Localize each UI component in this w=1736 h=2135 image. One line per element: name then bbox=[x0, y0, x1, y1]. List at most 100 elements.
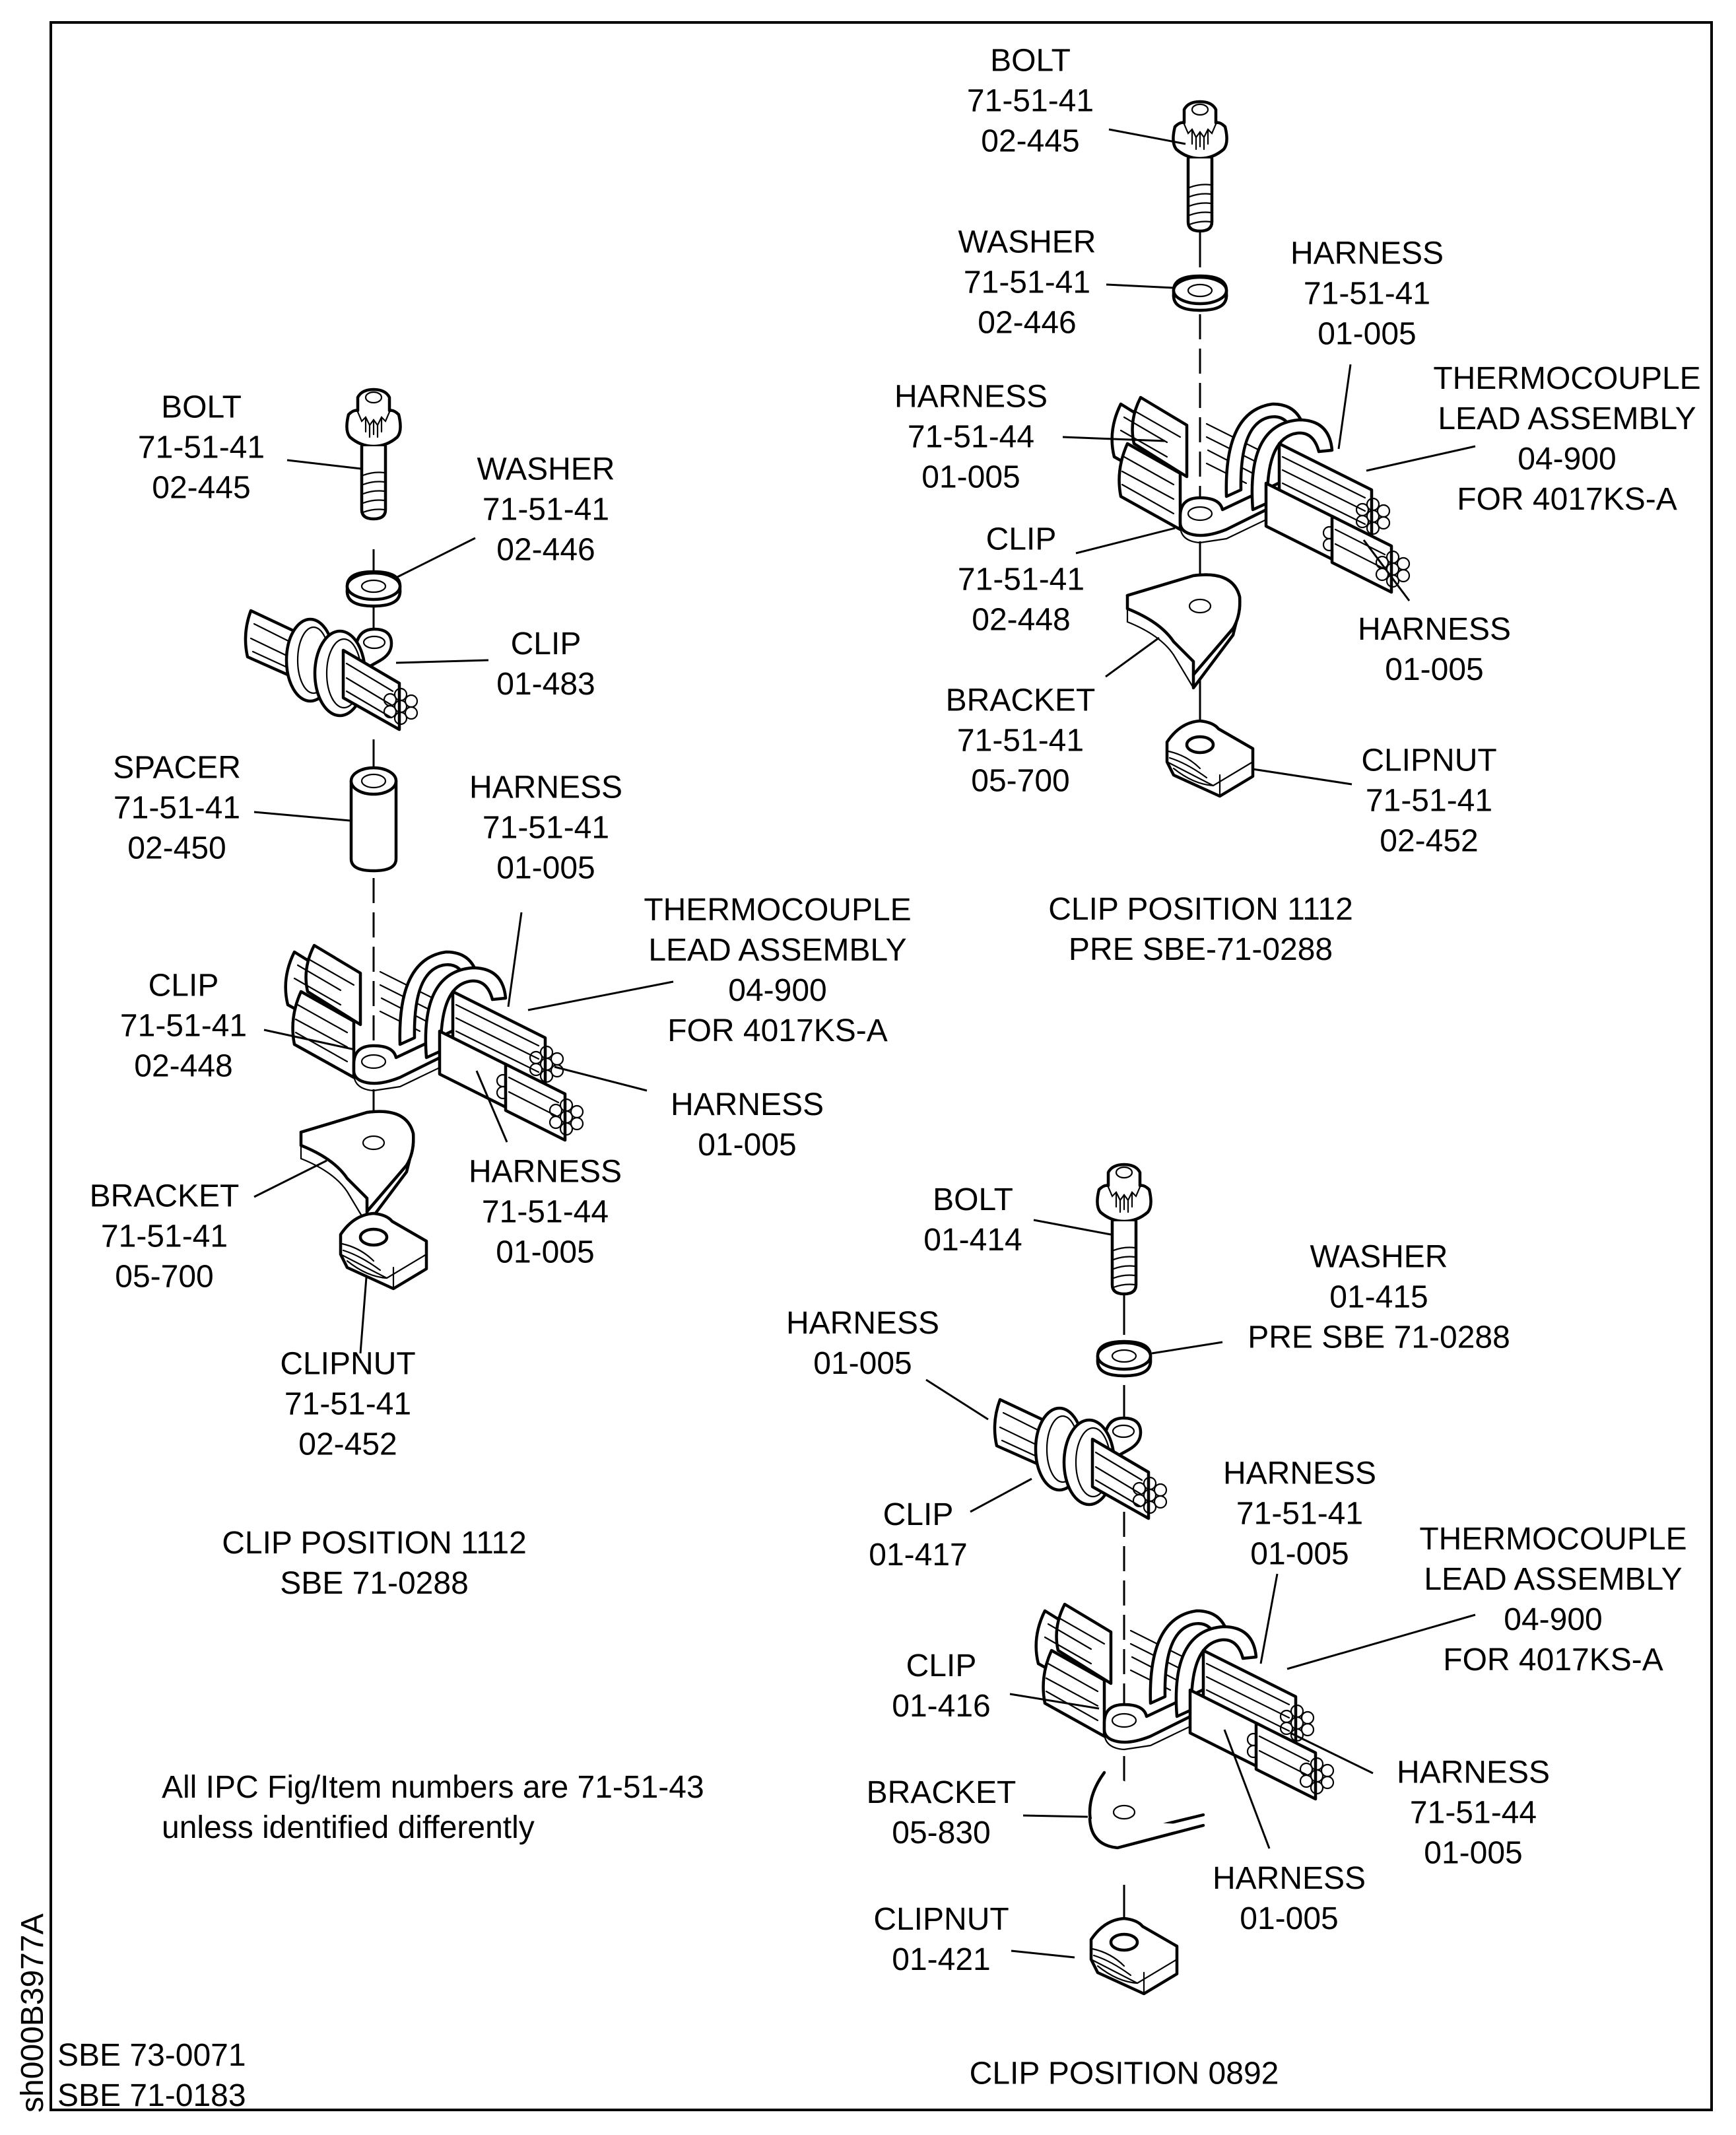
callout-part-name: THERMOCOUPLE bbox=[1433, 361, 1701, 396]
callout-part-name: BRACKET bbox=[945, 683, 1096, 718]
callout-figure: 71-51-41 bbox=[956, 723, 1085, 759]
callout-part-name: CLIPNUT bbox=[280, 1346, 416, 1382]
left-clipnut-callout: CLIPNUT 71-51-41 02-452 bbox=[280, 1344, 415, 1465]
left-harness-bottom-callout: HARNESS 71-51-44 01-005 bbox=[469, 1152, 622, 1273]
br-clip-small-callout: CLIP 01-417 bbox=[869, 1495, 967, 1575]
callout-figure: 71-51-41 bbox=[957, 562, 1085, 597]
tr-bracket-callout: BRACKET 71-51-41 05-700 bbox=[946, 681, 1096, 801]
general-note: All IPC Fig/Item numbers are 71-51-43 un… bbox=[162, 1767, 704, 1848]
top-right-view-leaders bbox=[1062, 128, 1476, 786]
left-washer-callout: WASHER 71-51-41 02-446 bbox=[477, 450, 615, 570]
callout-part-name: BOLT bbox=[933, 1182, 1013, 1217]
br-clipnut-callout: CLIPNUT 01-421 bbox=[873, 1899, 1009, 1980]
callout-item: 02-452 bbox=[1380, 823, 1479, 859]
callout-item: 01-005 bbox=[496, 850, 595, 886]
tr-harness-left-callout: HARNESS 71-51-44 01-005 bbox=[894, 377, 1048, 498]
drawing-id: sh000B3977A bbox=[15, 1913, 50, 2113]
callout-figure: 71-51-41 bbox=[119, 1008, 248, 1044]
callout-part-name: THERMOCOUPLE bbox=[644, 893, 912, 928]
callout-part-name-2: LEAD ASSEMBLY bbox=[648, 933, 907, 968]
callout-item: 01-417 bbox=[869, 1538, 968, 1573]
callout-item: 04-900 bbox=[1504, 1602, 1603, 1637]
br-harness-right-callout: HARNESS 71-51-44 01-005 bbox=[1397, 1753, 1550, 1874]
callout-figure: 71-51-41 bbox=[963, 265, 1091, 300]
effectivity-block: SBE 73-0071 SBE 71-0183 bbox=[57, 2035, 246, 2116]
caption-title: CLIP POSITION 1112 bbox=[222, 1526, 527, 1561]
callout-figure: 71-51-44 bbox=[907, 419, 1035, 455]
br-thermocouple-callout: THERMOCOUPLE LEAD ASSEMBLY 04-900 FOR 40… bbox=[1419, 1519, 1686, 1680]
callout-figure: 71-51-41 bbox=[113, 790, 241, 826]
tr-harness-top-callout: HARNESS 71-51-41 01-005 bbox=[1290, 234, 1444, 355]
callout-part-name: HARNESS bbox=[1212, 1861, 1366, 1896]
callout-item: 04-900 bbox=[1518, 442, 1617, 477]
tr-clipnut-callout: CLIPNUT 71-51-41 02-452 bbox=[1361, 741, 1496, 862]
callout-item: 02-448 bbox=[134, 1048, 233, 1084]
callout-part-name: CLIP bbox=[883, 1497, 954, 1532]
callout-part-name: HARNESS bbox=[1290, 236, 1444, 271]
left-view-caption: CLIP POSITION 1112 SBE 71-0288 bbox=[222, 1523, 527, 1604]
callout-figure: 71-51-41 bbox=[482, 810, 610, 846]
callout-applicability: FOR 4017KS-A bbox=[1457, 482, 1677, 517]
callout-item: 01-005 bbox=[1318, 316, 1417, 352]
callout-figure: 71-51-41 bbox=[966, 83, 1094, 119]
br-bolt-callout: BOLT 01-414 bbox=[923, 1180, 1022, 1260]
general-note-line-1: All IPC Fig/Item numbers are 71-51-43 bbox=[162, 1770, 704, 1805]
callout-item: 01-005 bbox=[1250, 1536, 1349, 1572]
callout-part-name: BOLT bbox=[990, 43, 1071, 79]
left-clip-small-callout: CLIP 01-483 bbox=[496, 624, 595, 704]
left-view-parts bbox=[246, 390, 583, 1289]
callout-part-name: HARNESS bbox=[1222, 1456, 1377, 1491]
callout-part-name: SPACER bbox=[113, 750, 241, 786]
caption-title: CLIP POSITION 0892 bbox=[969, 2056, 1279, 2091]
callout-part-name: BRACKET bbox=[866, 1775, 1017, 1810]
callout-part-name-2: LEAD ASSEMBLY bbox=[1424, 1562, 1683, 1597]
callout-item: 01-005 bbox=[1385, 652, 1484, 687]
callout-part-name: CLIP bbox=[510, 627, 582, 661]
bottom-right-view-parts bbox=[995, 1165, 1333, 1994]
callout-item: 02-446 bbox=[978, 305, 1077, 341]
callout-effectivity: PRE SBE 71-0288 bbox=[1248, 1320, 1510, 1355]
caption-title: CLIP POSITION 1112 bbox=[1048, 892, 1353, 927]
drawing-frame bbox=[50, 21, 1713, 2111]
callout-item: 01-414 bbox=[923, 1223, 1022, 1258]
callout-part-name: WASHER bbox=[1310, 1239, 1448, 1275]
callout-item: 01-005 bbox=[1240, 1901, 1339, 1936]
callout-item: 02-445 bbox=[981, 123, 1080, 159]
callout-item: 05-830 bbox=[892, 1815, 991, 1850]
callout-item: 02-450 bbox=[127, 830, 226, 866]
callout-part-name: HARNESS bbox=[670, 1087, 824, 1122]
left-bracket-callout: BRACKET 71-51-41 05-700 bbox=[90, 1176, 240, 1297]
callout-item: 01-416 bbox=[892, 1689, 991, 1724]
callout-item: 01-415 bbox=[1329, 1279, 1428, 1315]
callout-item: 05-700 bbox=[115, 1259, 214, 1295]
callout-part-name: HARNESS bbox=[468, 1154, 622, 1190]
bottom-right-view-leaders bbox=[925, 1219, 1476, 1959]
br-clip-callout: CLIP 01-416 bbox=[892, 1646, 990, 1726]
callout-item: 01-005 bbox=[813, 1346, 912, 1381]
callout-figure: 71-51-41 bbox=[1365, 783, 1493, 819]
callout-item: 01-005 bbox=[921, 459, 1020, 495]
callout-figure: 71-51-41 bbox=[482, 492, 610, 527]
callout-item: 02-446 bbox=[496, 532, 595, 568]
callout-applicability: FOR 4017KS-A bbox=[1443, 1643, 1663, 1678]
callout-item: 01-005 bbox=[496, 1235, 595, 1270]
br-harness-bottom-callout: HARNESS 01-005 bbox=[1213, 1858, 1366, 1939]
callout-figure: 71-51-41 bbox=[1236, 1496, 1364, 1532]
left-spacer-callout: SPACER 71-51-41 02-450 bbox=[113, 748, 241, 869]
effectivity-line-2: SBE 71-0183 bbox=[57, 2078, 246, 2113]
left-view-leaders bbox=[253, 459, 674, 1354]
callout-figure: 71-51-41 bbox=[100, 1219, 228, 1254]
br-view-caption: CLIP POSITION 0892 bbox=[970, 2054, 1279, 2094]
general-note-line-2: unless identified differently bbox=[162, 1810, 535, 1845]
callout-item: 01-005 bbox=[1424, 1835, 1523, 1871]
tr-thermocouple-callout: THERMOCOUPLE LEAD ASSEMBLY 04-900 FOR 40… bbox=[1433, 358, 1700, 520]
callout-part-name: HARNESS bbox=[894, 379, 1048, 415]
callout-item: 01-483 bbox=[496, 667, 595, 702]
callout-part-name: CLIP bbox=[985, 522, 1057, 557]
left-harness-right-callout: HARNESS 01-005 bbox=[671, 1085, 824, 1165]
callout-part-name: CLIPNUT bbox=[1361, 743, 1497, 778]
callout-figure: 71-51-41 bbox=[1303, 276, 1431, 312]
tr-view-caption: CLIP POSITION 1112 PRE SBE-71-0288 bbox=[1048, 889, 1353, 970]
left-clip-callout: CLIP 71-51-41 02-448 bbox=[120, 966, 247, 1087]
